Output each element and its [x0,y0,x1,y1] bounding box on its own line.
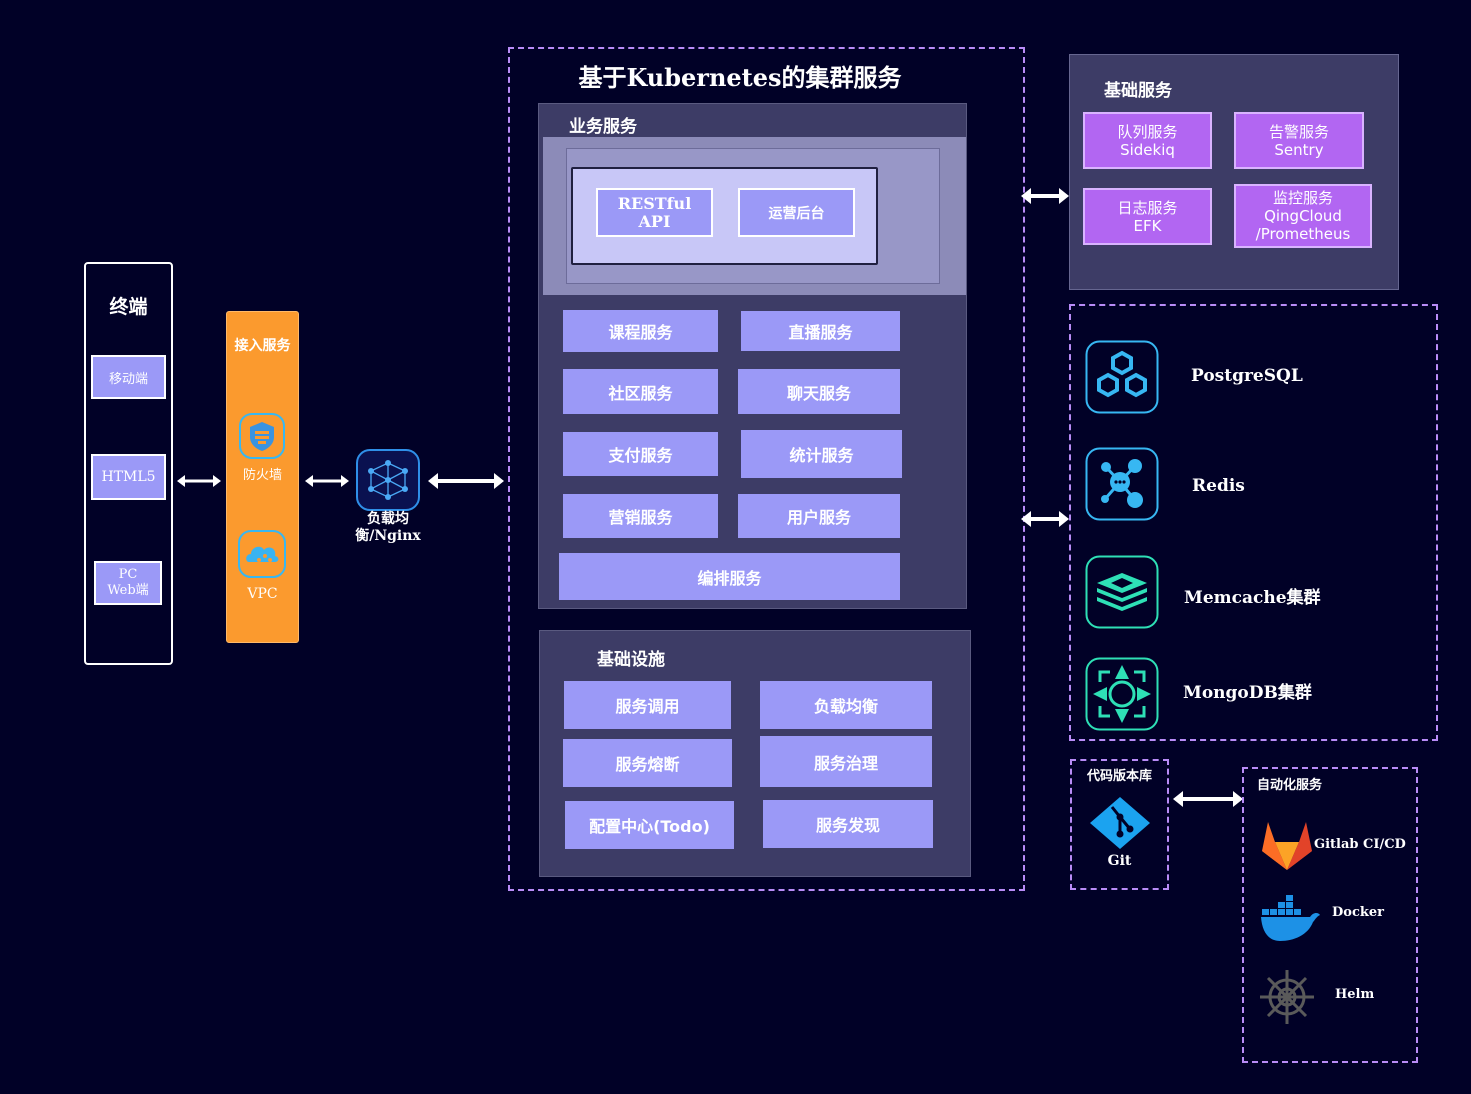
service-chat: 聊天服务 [738,369,900,414]
service-marketing: 营销服务 [563,494,718,538]
git-label: Git [1107,853,1132,869]
memcache-label: Memcache集群 [1184,588,1321,608]
access-title: 接入服务 [234,338,291,354]
helm-icon [1258,968,1316,1030]
base-services-title: 基础服务 [1104,81,1172,101]
admin-backend-box: 运营后台 [738,188,855,237]
load-balancer-icon [356,449,420,511]
postgresql-icon [1085,340,1159,418]
git-icon [1088,795,1152,855]
terminal-item-pc-web: PC Web端 [94,561,162,605]
terminal-title: 终端 [109,295,148,318]
redis-label: Redis [1192,476,1245,496]
databases-frame [1069,304,1438,741]
service-orchestration: 编排服务 [559,553,900,600]
base-log-service: 日志服务 EFK [1083,188,1212,245]
automation-frame [1242,767,1418,1063]
arrow-terminal-access [177,475,221,487]
infra-load-balancing: 负载均衡 [760,681,932,729]
load-balancer-label: 负载均 衡/Nginx [355,511,421,544]
k8s-cluster-frame [508,47,1025,891]
terminal-item-mobile: 移动端 [91,355,166,399]
docker-label: Docker [1332,905,1384,920]
memcache-icon [1085,555,1159,633]
automation-title: 自动化服务 [1257,778,1323,793]
access-panel [226,311,299,643]
arrow-cluster-databases [1021,511,1069,527]
vpc-icon [237,529,287,579]
infra-service-discovery: 服务发现 [763,800,933,848]
base-queue-service: 队列服务 Sidekiq [1083,112,1212,169]
code-repo-frame [1070,759,1169,890]
vpc-label: VPC [247,586,278,602]
restful-api-box: RESTful API [596,188,713,237]
arrow-repo-automation [1173,791,1243,807]
gitlab-icon [1260,820,1314,876]
base-alert-service: 告警服务 Sentry [1234,112,1364,169]
gitlab-label: Gitlab CI/CD [1314,837,1406,852]
docker-icon [1260,895,1322,947]
arrow-cluster-base [1021,188,1069,204]
infra-config-center: 配置中心(Todo) [565,801,734,849]
service-course: 课程服务 [563,310,718,352]
infra-service-call: 服务调用 [564,681,731,729]
base-services-panel [1069,54,1399,290]
service-statistics: 统计服务 [741,430,902,478]
arrow-access-lb [305,475,349,487]
firewall-label: 防火墙 [242,467,282,483]
service-live: 直播服务 [741,311,900,351]
terminal-panel [84,262,173,665]
arrow-lb-cluster [428,473,504,489]
postgresql-label: PostgreSQL [1191,366,1303,386]
service-user: 用户服务 [738,494,900,538]
terminal-item-html5: HTML5 [91,454,166,500]
mongodb-icon [1085,657,1159,735]
firewall-icon [238,412,286,460]
base-monitor-service: 监控服务 QingCloud /Prometheus [1234,184,1372,248]
redis-icon [1085,447,1159,525]
infrastructure-title: 基础设施 [597,650,665,670]
code-repo-title: 代码版本库 [1086,768,1152,784]
service-payment: 支付服务 [563,432,718,476]
helm-label: Helm [1335,987,1375,1002]
mongodb-label: MongoDB集群 [1183,683,1312,703]
infra-governance: 服务治理 [760,736,932,787]
k8s-cluster-title: 基于Kubernetes的集群服务 [578,62,902,92]
infra-circuit-breaker: 服务熔断 [563,739,732,787]
service-community: 社区服务 [563,369,718,414]
business-services-title: 业务服务 [569,117,637,137]
